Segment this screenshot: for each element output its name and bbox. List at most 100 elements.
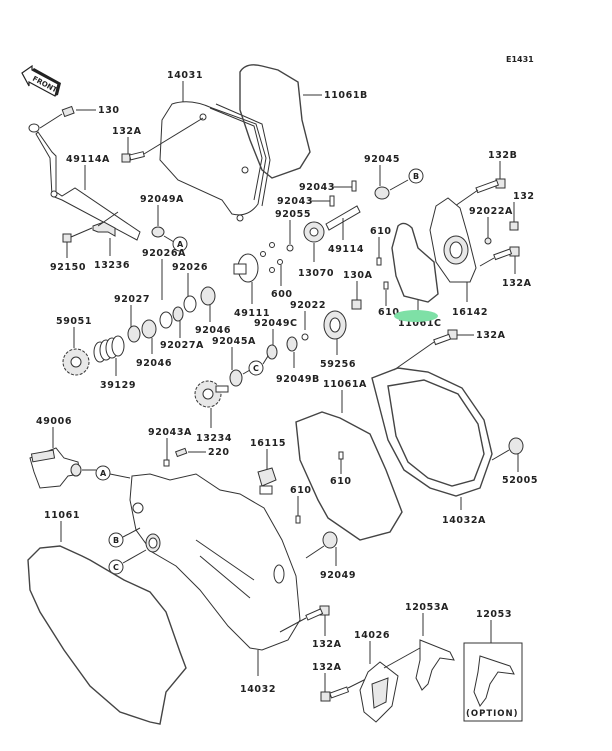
bearing-92049B <box>286 336 298 352</box>
label-610-2: 610 <box>378 307 400 318</box>
label-92046-1: 92046 <box>136 358 172 369</box>
label-92026: 92026 <box>172 262 208 273</box>
highlight-marker <box>394 310 438 322</box>
label-220: 220 <box>208 447 230 458</box>
label-132: 132 <box>513 191 535 202</box>
dowel-610-2 <box>383 281 389 290</box>
label-92049A: 92049A <box>140 194 184 205</box>
label-12053: 12053 <box>476 609 512 620</box>
label-13234: 13234 <box>196 433 232 444</box>
option-box <box>463 642 523 722</box>
pin-92043-1 <box>351 180 357 192</box>
label-92027: 92027 <box>114 294 150 305</box>
label-92049: 92049 <box>320 570 356 581</box>
svg-text:A: A <box>177 240 184 249</box>
label-14026: 14026 <box>354 630 390 641</box>
label-610-1: 610 <box>370 226 392 237</box>
label-132A-2: 132A <box>502 278 532 289</box>
ref-circle-B-1: B <box>408 168 424 184</box>
oring-92055 <box>286 244 294 252</box>
label-11061C: 11061C <box>398 318 442 329</box>
balls-600 <box>260 242 283 273</box>
bearing-92027 <box>127 325 141 343</box>
seal-52005 <box>508 437 524 455</box>
bearing-92046-2 <box>200 286 216 306</box>
label-92045: 92045 <box>364 154 400 165</box>
screw-220 <box>174 447 188 458</box>
label-59256: 59256 <box>320 359 356 370</box>
label-52005: 52005 <box>502 475 538 486</box>
bolt-132A-3 <box>433 329 458 346</box>
svg-text:A: A <box>100 469 107 478</box>
label-92022: 92022 <box>290 300 326 311</box>
label-14032A: 14032A <box>442 515 486 526</box>
bolt-130A <box>351 299 362 310</box>
label-49114: 49114 <box>328 244 364 255</box>
label-132A-5: 132A <box>312 662 342 673</box>
label-14032: 14032 <box>240 684 276 695</box>
seal-92049 <box>322 531 338 549</box>
dowel-610-4 <box>295 515 301 524</box>
bolt-130 <box>61 105 96 118</box>
pin-92043A <box>163 459 170 467</box>
dowel-610-3 <box>338 451 344 460</box>
cover-14032A <box>371 367 493 497</box>
bearing-92046-1 <box>141 319 157 339</box>
gear-59051 <box>62 348 90 376</box>
label-49111: 49111 <box>234 308 270 319</box>
diagram-ref-code: E1431 <box>506 55 534 64</box>
label-132A-4: 132A <box>312 639 342 650</box>
label-132B: 132B <box>488 150 517 161</box>
label-13236: 13236 <box>94 260 130 271</box>
bolt-132 <box>509 221 519 231</box>
label-12053A: 12053A <box>405 602 449 613</box>
label-92055: 92055 <box>275 209 311 220</box>
label-92027A: 92027A <box>160 340 204 351</box>
svg-text:C: C <box>253 364 259 373</box>
bracket-12053 <box>473 655 515 707</box>
bolt-132B <box>475 178 506 194</box>
bearing-92049C <box>266 344 278 360</box>
bracket-12053A <box>415 639 455 691</box>
gear-13234 <box>194 380 229 408</box>
gasket-11061C <box>391 222 439 303</box>
ref-circle-C-2: C <box>108 559 124 575</box>
impeller-59256 <box>323 310 347 340</box>
svg-text:B: B <box>413 172 419 181</box>
ref-circle-A-2: A <box>95 465 111 481</box>
pin-92043-2 <box>329 195 335 207</box>
gasket-11061B <box>239 64 311 179</box>
label-600: 600 <box>271 289 293 300</box>
label-610-3: 610 <box>330 476 352 487</box>
washer-92022A <box>484 237 492 245</box>
bolt-92150 <box>62 227 93 243</box>
bolt-132A-5 <box>320 686 350 702</box>
seal-92049A <box>151 226 165 238</box>
seal-92045A <box>229 369 243 387</box>
pump-cover-16142 <box>429 197 477 283</box>
washer-92022 <box>301 333 309 341</box>
plug-16115 <box>257 467 277 495</box>
gasket-11061 <box>27 545 187 725</box>
label-130: 130 <box>98 105 120 116</box>
spring-39129 <box>93 335 125 363</box>
svg-text:B: B <box>113 536 119 545</box>
shift-linkage <box>28 123 141 241</box>
label-11061B: 11061B <box>324 90 368 101</box>
dowel-610-1 <box>376 257 382 266</box>
washer-92026A <box>159 311 173 329</box>
label-92022A: 92022A <box>469 206 513 217</box>
impeller-13070 <box>303 221 325 243</box>
label-11061: 11061 <box>44 510 80 521</box>
label-130A: 130A <box>343 270 373 281</box>
bolt-132A-4 <box>305 605 330 621</box>
label-14031: 14031 <box>167 70 203 81</box>
label-92043-2: 92043 <box>277 196 313 207</box>
label-132A-1: 132A <box>112 126 142 137</box>
label-92049C: 92049C <box>254 318 298 329</box>
option-label: (OPTION) <box>466 709 519 719</box>
svg-text:C: C <box>113 563 119 572</box>
label-11061A: 11061A <box>323 379 367 390</box>
pipe-49006 <box>29 447 82 489</box>
ref-circle-A-1: A <box>172 236 188 252</box>
